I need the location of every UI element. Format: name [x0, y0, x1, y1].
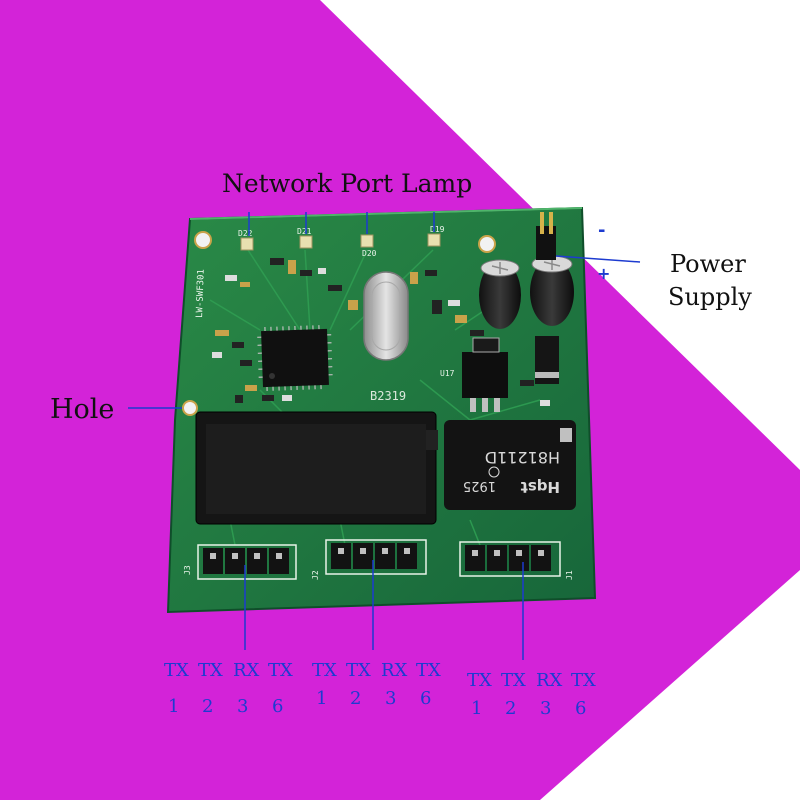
power-label-line2: Supply — [668, 283, 752, 311]
led-ref-3: D20 — [362, 249, 377, 258]
led-ref-4: D19 — [430, 225, 445, 234]
crystal-oscillator — [363, 271, 409, 361]
background-white-bottom — [540, 570, 800, 800]
pin-number: 2 — [202, 696, 213, 717]
main-chip — [257, 325, 333, 392]
capacitor-right — [530, 255, 574, 326]
pcb-edge — [189, 207, 583, 220]
plus-sign: + — [597, 264, 610, 283]
power-header — [536, 212, 556, 260]
pin-header-j1: J1 — [459, 541, 574, 580]
pin-number: 1 — [471, 698, 482, 719]
connector-ref-j1: J1 — [565, 570, 574, 580]
pin-labels-group-3: TX TX RX TX 1 2 3 6 — [467, 670, 596, 719]
pin-name: RX — [536, 670, 563, 691]
magnetics-module — [195, 411, 438, 525]
minus-sign: - — [598, 220, 605, 241]
pin-number: 2 — [505, 698, 516, 719]
power-leader — [555, 255, 641, 263]
led-row: D22 D21 D20 D19 — [238, 225, 445, 258]
pin-number: 3 — [540, 698, 551, 719]
led-d21 — [299, 235, 313, 249]
mount-hole-top-right — [478, 235, 496, 253]
board-date-code: B2319 — [370, 389, 406, 403]
pin-number: 2 — [350, 688, 361, 709]
transformer-top-text: H81211D — [485, 448, 560, 467]
pin-name: TX — [312, 660, 337, 681]
pin-name: RX — [233, 660, 260, 681]
led-ref-2: D21 — [297, 227, 312, 236]
regulator-ref: U17 — [440, 369, 455, 378]
led-ref-1: D22 — [238, 229, 253, 238]
pin-name: TX — [571, 670, 596, 691]
pin-name: TX — [467, 670, 492, 691]
board-model-label: LW-SWF301 — [195, 269, 207, 318]
mount-hole-left — [182, 400, 198, 416]
led-d22 — [240, 237, 254, 251]
connector-ref-j2: J2 — [311, 570, 320, 580]
pin-name: TX — [501, 670, 526, 691]
pin-number: 1 — [168, 696, 179, 717]
diode-band — [535, 372, 559, 378]
pcb-board: D22 D21 D20 D19 — [166, 206, 597, 614]
hole-label: Hole — [50, 394, 114, 425]
led-d19 — [427, 233, 441, 247]
connector-ref-j3: J3 — [183, 565, 192, 575]
pin-name: TX — [164, 660, 189, 681]
pin-number: 1 — [316, 688, 327, 709]
transformer-brand: Hqst — [521, 478, 560, 496]
pin-number: 6 — [272, 696, 283, 717]
pin-number: 3 — [237, 696, 248, 717]
transformer: H81211D 1925 Hqst — [444, 420, 576, 510]
smd-components — [212, 258, 550, 406]
capacitor-left — [479, 259, 521, 329]
pin-labels-group-2: TX TX RX TX 1 2 3 6 — [312, 660, 441, 709]
transformer-bottom-text: 1925 — [463, 478, 496, 493]
pin-name: TX — [416, 660, 441, 681]
annotation-lines — [128, 212, 641, 660]
pin-name: TX — [198, 660, 223, 681]
pin-name: TX — [346, 660, 371, 681]
pin-number: 6 — [420, 688, 431, 709]
power-label-line1: Power — [670, 250, 746, 278]
voltage-regulator: U17 — [440, 337, 508, 412]
mount-hole-top-left — [194, 231, 212, 249]
pin-number: 3 — [385, 688, 396, 709]
pin-name: RX — [381, 660, 408, 681]
pin-header-j2: J2 — [311, 539, 427, 580]
led-d20 — [360, 234, 374, 248]
pin-labels-group-1: TX TX RX TX 1 2 3 6 — [164, 660, 293, 717]
pin-name: TX — [268, 660, 293, 681]
pin-header-j3: J3 — [183, 544, 297, 580]
pin-number: 6 — [575, 698, 586, 719]
network-port-lamp-label: Network Port Lamp — [222, 169, 472, 198]
